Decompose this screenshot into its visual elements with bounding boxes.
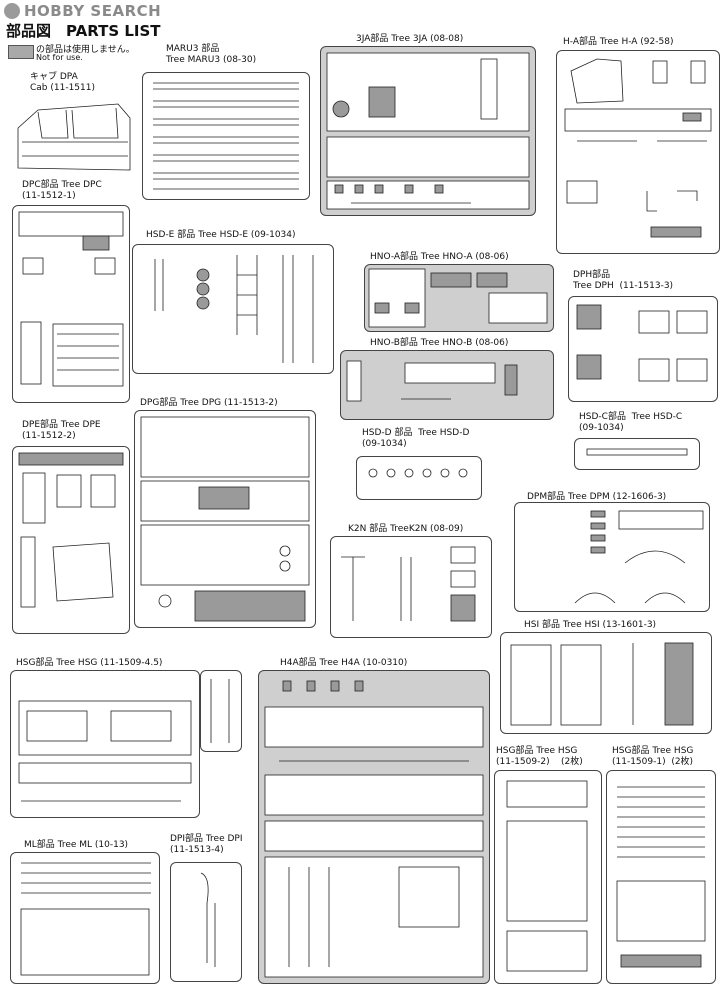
- tree-3ja: [320, 46, 536, 216]
- tree-dpe: [12, 446, 130, 634]
- tree-maru3: [142, 72, 310, 200]
- tree-dpc: [12, 205, 130, 403]
- tree-hsdd: [356, 456, 482, 500]
- tree-hsg2: [494, 770, 602, 984]
- tree-dpg: [134, 410, 316, 628]
- tree-hsde: [132, 244, 334, 374]
- tree-label-hsi: HSI 部品 Tree HSI (13-1601-3): [524, 620, 657, 630]
- tree-label-dph: DPH部品 Tree DPH (11-1513-3): [573, 270, 674, 291]
- tree-label-hsde: HSD-E 部品 Tree HSD-E (09-1034): [146, 230, 296, 240]
- tree-hsi: [500, 632, 712, 734]
- tree-hsg3: [606, 770, 716, 984]
- tree-label-dpi: DPI部品 Tree DPI (11-1513-4): [170, 834, 243, 855]
- cab-drawing: [17, 103, 131, 171]
- tree-label-hsg1: HSG部品 Tree HSG (11-1509-4.5): [16, 658, 163, 668]
- tree-k2n: [330, 536, 492, 638]
- watermark-text: HOBBY SEARCH: [24, 2, 162, 20]
- tree-label-dpc: DPC部品 Tree DPC (11-1512-1): [22, 180, 102, 201]
- legend-text-jp: の部品は使用しません。: [36, 45, 135, 55]
- legend-swatch: [8, 45, 34, 59]
- legend-text-en: Not for use.: [36, 53, 83, 62]
- tree-label-hnob: HNO-B部品 Tree HNO-B (08-06): [370, 338, 509, 348]
- tree-label-hsg3: HSG部品 Tree HSG (11-1509-1) (2枚): [612, 746, 694, 767]
- logo-icon: [4, 3, 20, 19]
- tree-label-3ja: 3JA部品 Tree 3JA (08-08): [356, 34, 464, 44]
- tree-label-hsdd: HSD-D 部品 Tree HSD-D (09-1034): [362, 428, 470, 449]
- tree-ml: [10, 852, 160, 984]
- tree-label-h4a: H4A部品 Tree H4A (10-0310): [280, 658, 408, 668]
- tree-h4a: [258, 670, 490, 984]
- tree-label-dpg: DPG部品 Tree DPG (11-1513-2): [140, 398, 278, 408]
- tree-dph: [568, 296, 718, 402]
- tree-dpi: [170, 862, 242, 982]
- page-title: 部品図 PARTS LIST: [6, 22, 161, 40]
- tree-label-hnoa: HNO-A部品 Tree HNO-A (08-06): [370, 252, 509, 262]
- hobby-search-watermark: HOBBY SEARCH: [4, 2, 161, 20]
- tree-ha: [556, 50, 720, 254]
- tree-hnob: [340, 350, 554, 420]
- tree-label-hsg2: HSG部品 Tree HSG (11-1509-2) (2枚): [496, 746, 583, 767]
- tree-label-dpa: キャブ DPA Cab (11-1511): [30, 72, 95, 93]
- tree-hnoa: [364, 264, 554, 332]
- tree-hsg1: [10, 670, 200, 818]
- tree-label-dpe: DPE部品 Tree DPE (11-1512-2): [22, 420, 101, 441]
- tree-label-ha: H-A部品 Tree H-A (92-58): [563, 37, 674, 47]
- tree-dpm: [514, 502, 710, 612]
- tree-hsdc: [574, 438, 700, 470]
- tree-label-maru3: MARU3 部品 Tree MARU3 (08-30): [166, 44, 257, 65]
- tree-label-hsdc: HSD-C部品 Tree HSD-C (09-1034): [579, 412, 683, 433]
- tree-label-ml: ML部品 Tree ML (10-13): [24, 840, 129, 850]
- tree-label-k2n: K2N 部品 TreeK2N (08-09): [348, 524, 464, 534]
- tree-hsg1-side: [200, 670, 242, 752]
- tree-label-dpm: DPM部品 Tree DPM (12-1606-3): [527, 492, 667, 502]
